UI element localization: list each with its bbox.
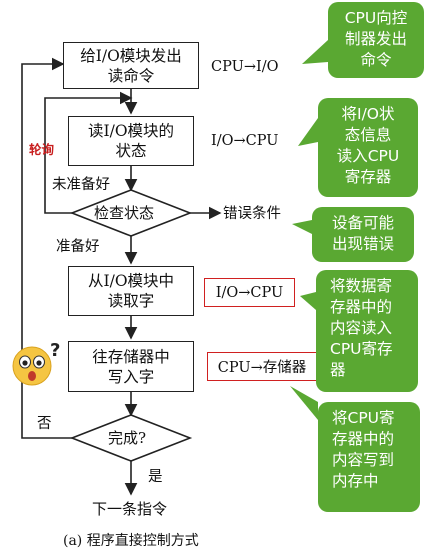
svg-text:?: ? bbox=[50, 340, 60, 361]
done-decision-label: 完成? bbox=[108, 429, 147, 447]
cpu-to-io-label: CPU→I/O bbox=[211, 59, 279, 75]
check-status-label: 检查状态 bbox=[94, 204, 155, 222]
note-cpu-sends-command: CPU向控 制器发出 命令 bbox=[328, 2, 424, 78]
cpu-to-memory-highlight: CPU→存储器 bbox=[207, 352, 317, 381]
yes-label: 是 bbox=[148, 469, 163, 485]
note-data-register-to-cpu: 将数据寄 存器中的 内容读入 CPU寄存 器 bbox=[316, 270, 418, 392]
polling-label: 轮询 bbox=[29, 142, 55, 157]
not-ready-label: 未准备好 bbox=[52, 177, 110, 193]
io-to-cpu-label: I/O→CPU bbox=[211, 133, 279, 149]
confused-face-icon: ? bbox=[12, 340, 60, 386]
note-device-error: 设备可能 出现错误 bbox=[312, 207, 414, 262]
read-word-box: 从I/O模块中 读取字 bbox=[68, 266, 194, 316]
io-to-cpu-highlight: I/O→CPU bbox=[204, 278, 295, 307]
send-read-command-box: 给I/O模块发出 读命令 bbox=[63, 42, 199, 89]
write-memory-box: 往存储器中 写入字 bbox=[68, 341, 194, 392]
ready-label: 准备好 bbox=[56, 239, 100, 255]
note-read-status-to-register: 将I/O状 态信息 读入CPU 寄存器 bbox=[318, 98, 418, 197]
figure-caption: (a) 程序直接控制方式 bbox=[63, 533, 199, 549]
no-label: 否 bbox=[37, 416, 52, 432]
read-status-box: 读I/O模块的 状态 bbox=[68, 116, 194, 166]
error-condition-label: 错误条件 bbox=[223, 206, 281, 222]
next-instruction-label: 下一条指令 bbox=[92, 500, 168, 518]
note-cpu-to-memory: 将CPU寄 存器中的 内容写到 内存中 bbox=[318, 402, 420, 512]
